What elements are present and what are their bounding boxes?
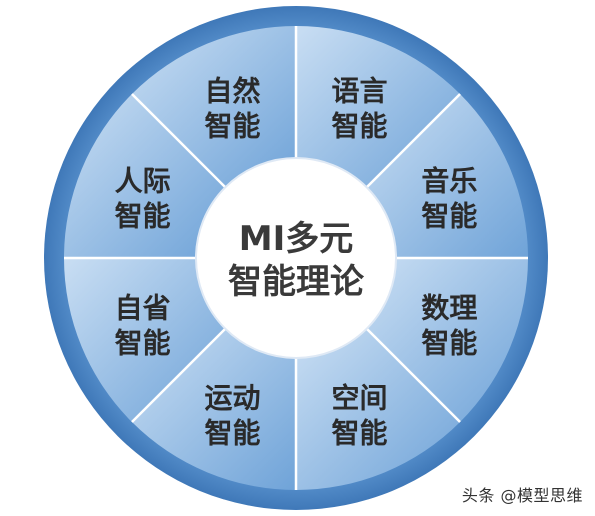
watermark: 头条 @模型思维 [461, 486, 583, 505]
segment-wedge-4 [296, 328, 461, 490]
segment-label-line2: 智能 [115, 199, 171, 232]
center-circle [195, 157, 397, 359]
segment-label-line1: 运动 [204, 381, 260, 414]
segment-label-line2: 智能 [421, 199, 477, 232]
segment-wedge-1 [296, 26, 461, 188]
center-title-line1: MI多元 [239, 219, 353, 259]
segment-wedge-6 [64, 258, 226, 423]
segment-wedge-7 [64, 93, 226, 258]
center-title-line2: 智能理论 [228, 262, 365, 302]
segment-wedge-2 [366, 93, 528, 258]
segment-wedge-3 [366, 258, 528, 423]
segment-label-line1: 数理 [421, 292, 477, 325]
segment-divider [131, 93, 227, 189]
segment-label-line2: 智能 [332, 416, 388, 449]
segment-label-line2: 智能 [421, 327, 477, 360]
segment-label-line1: 人际 [115, 164, 171, 197]
segment-label-line1: 语言 [332, 75, 388, 108]
segment-divider [365, 327, 461, 423]
segment-divider [131, 327, 227, 423]
segment-wedge-8 [131, 26, 296, 188]
segment-label-line1: 空间 [332, 381, 388, 414]
segment-label-line1: 音乐 [421, 164, 477, 197]
segment-divider [365, 93, 461, 189]
segment-label-line2: 智能 [204, 110, 260, 143]
segment-label-line2: 智能 [204, 416, 260, 449]
segment-label-line1: 自然 [204, 75, 260, 108]
segment-label-line2: 智能 [115, 327, 171, 360]
segment-label-line1: 自省 [115, 292, 171, 325]
segment-label-line2: 智能 [332, 110, 388, 143]
segment-wedge-5 [131, 328, 296, 490]
